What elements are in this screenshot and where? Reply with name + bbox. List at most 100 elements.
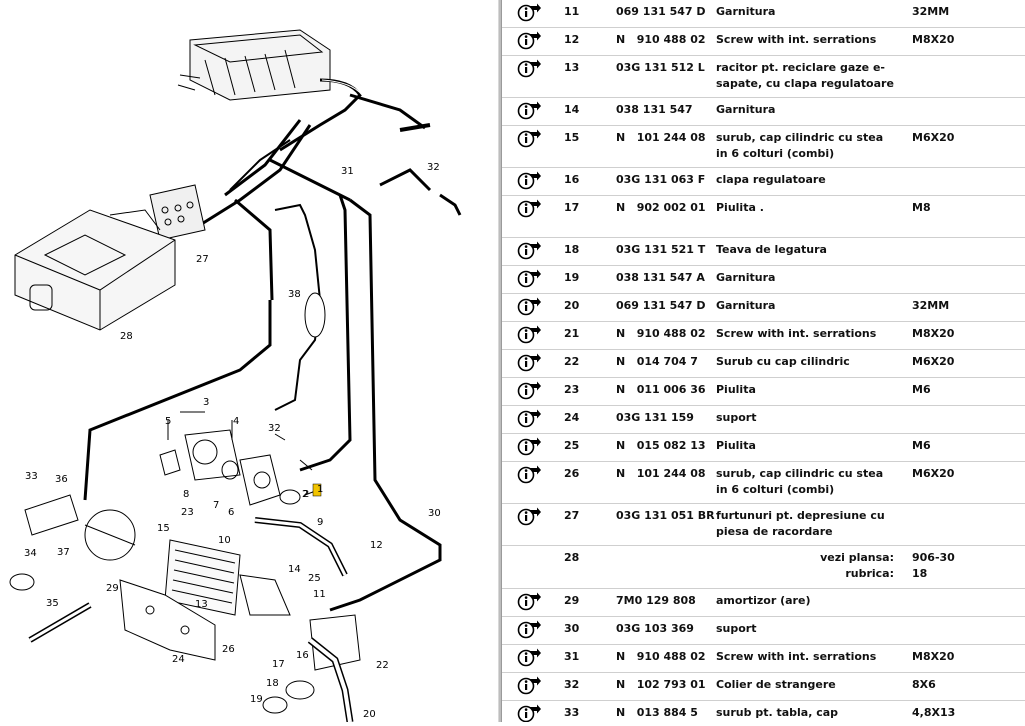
part-info-button[interactable] <box>517 704 541 722</box>
callout-19[interactable]: 19 <box>250 694 263 705</box>
callout-23[interactable]: 23 <box>181 507 194 518</box>
callout-9[interactable]: 9 <box>317 517 323 528</box>
part-description: Piulita <box>716 383 756 396</box>
part-info-button[interactable] <box>517 353 541 373</box>
callout-20[interactable]: 20 <box>363 709 376 720</box>
callout-32[interactable]: 32 <box>427 162 440 173</box>
part-info-button[interactable] <box>517 3 541 23</box>
part-size: M6 <box>912 383 931 396</box>
info-arrow-icon <box>517 171 541 190</box>
part-info-button[interactable] <box>517 297 541 317</box>
callout-12[interactable]: 12 <box>370 540 383 551</box>
part-info-button[interactable] <box>517 199 541 219</box>
callout-2[interactable]: 2 <box>303 489 309 500</box>
part-info-button[interactable] <box>517 592 541 612</box>
callout-14[interactable]: 14 <box>288 564 301 575</box>
part-info-button[interactable] <box>517 129 541 149</box>
callout-6[interactable]: 6 <box>228 507 234 518</box>
part-info-button[interactable] <box>517 171 541 191</box>
part-info-button[interactable] <box>517 269 541 289</box>
part-info-button[interactable] <box>517 325 541 345</box>
callout-34[interactable]: 34 <box>24 548 37 559</box>
callout-10[interactable]: 10 <box>218 535 231 546</box>
part-info-button[interactable] <box>517 676 541 696</box>
part-info-button[interactable] <box>517 241 541 261</box>
callout-15[interactable]: 15 <box>157 523 170 534</box>
callout-37[interactable]: 37 <box>57 547 70 558</box>
callout-32[interactable]: 32 <box>268 423 281 434</box>
callout-38[interactable]: 38 <box>288 289 301 300</box>
callout-1[interactable]: 1 <box>317 484 323 495</box>
callout-7[interactable]: 7 <box>213 500 219 511</box>
part-info-button[interactable] <box>517 437 541 457</box>
info-arrow-icon <box>517 409 541 428</box>
callout-27[interactable]: 27 <box>196 254 209 265</box>
callout-26[interactable]: 26 <box>222 644 235 655</box>
pane-splitter[interactable] <box>498 0 502 722</box>
callout-4[interactable]: 4 <box>233 416 239 427</box>
callout-36[interactable]: 36 <box>55 474 68 485</box>
part-info-button[interactable] <box>517 465 541 485</box>
callout-8[interactable]: 8 <box>183 489 189 500</box>
callout-33[interactable]: 33 <box>25 471 38 482</box>
part-info-button[interactable] <box>517 620 541 640</box>
part-position: 14 <box>564 103 580 116</box>
part-position: 22 <box>564 355 580 368</box>
part-info-button[interactable] <box>517 31 541 51</box>
callout-3[interactable]: 3 <box>203 397 209 408</box>
reference-value-plate[interactable]: 906-30 <box>912 551 955 564</box>
part-info-button[interactable] <box>517 381 541 401</box>
callout-35[interactable]: 35 <box>46 598 59 609</box>
part-size: M8X20 <box>912 33 955 46</box>
callout-17[interactable]: 17 <box>272 659 285 670</box>
callout-13[interactable]: 13 <box>195 599 208 610</box>
info-arrow-icon <box>517 437 541 456</box>
callout-2[interactable]: 2 <box>302 489 308 500</box>
callout-25[interactable]: 25 <box>308 573 321 584</box>
callout-5[interactable]: 5 <box>165 416 171 427</box>
callout-16[interactable]: 16 <box>296 650 309 661</box>
callout-30[interactable]: 30 <box>428 508 441 519</box>
callout-11[interactable]: 11 <box>313 589 326 600</box>
part-position: 26 <box>564 467 580 480</box>
part-info-button[interactable] <box>517 59 541 79</box>
callout-28[interactable]: 28 <box>120 331 133 342</box>
callout-18[interactable]: 18 <box>266 678 279 689</box>
part-position: 25 <box>564 439 580 452</box>
callout-22[interactable]: 22 <box>376 660 389 671</box>
part-info-button[interactable] <box>517 409 541 429</box>
part-info-button[interactable] <box>517 648 541 668</box>
part-number: N 011 006 36 <box>616 383 706 396</box>
part-info-button[interactable] <box>517 507 541 527</box>
callout-24[interactable]: 24 <box>172 654 185 665</box>
callout-31[interactable]: 31 <box>341 166 354 177</box>
info-arrow-icon <box>517 620 541 639</box>
callout-29[interactable]: 29 <box>106 583 119 594</box>
part-info-button[interactable] <box>517 101 541 121</box>
